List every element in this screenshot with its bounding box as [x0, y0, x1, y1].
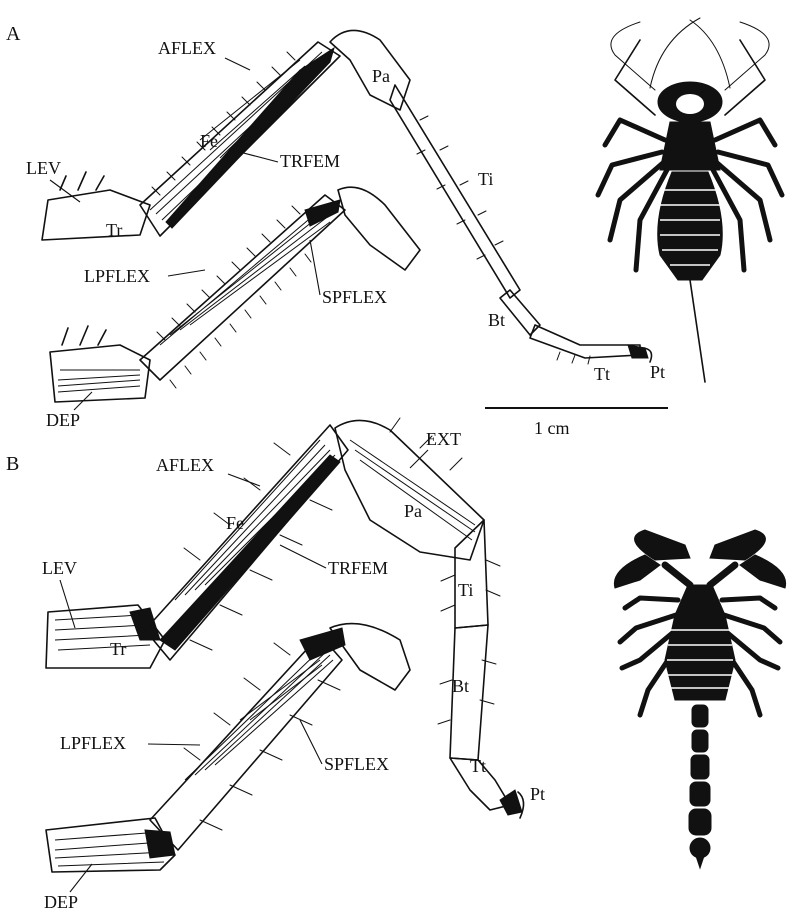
label-pt-a: Pt: [650, 362, 665, 382]
label-spflex-b: SPFLEX: [324, 754, 389, 774]
panel-a-letter: A: [6, 23, 21, 45]
label-pt-b: Pt: [530, 784, 545, 804]
label-tt-b: Tt: [470, 756, 486, 776]
label-lpflex-a: LPFLEX: [84, 266, 150, 286]
label-lpflex-b: LPFLEX: [60, 733, 126, 753]
label-pa-a: Pa: [372, 66, 390, 86]
label-trfem-b: TRFEM: [328, 558, 388, 578]
label-ti-b: Ti: [458, 580, 473, 600]
label-bt-b: Bt: [452, 676, 469, 696]
label-tr-b: Tr: [110, 639, 126, 659]
label-tr-a: Tr: [106, 220, 122, 240]
label-bt-a: Bt: [488, 310, 505, 330]
scale-bar: 1 cm: [485, 408, 668, 438]
scale-bar-label: 1 cm: [534, 418, 570, 438]
label-fe-b: Fe: [226, 513, 244, 533]
label-trfem-a: TRFEM: [280, 151, 340, 171]
label-spflex-a: SPFLEX: [322, 287, 387, 307]
label-lev-b: LEV: [42, 558, 77, 578]
panel-a-upper-leg: [42, 30, 652, 364]
whip-spider-icon: [598, 18, 782, 382]
label-ext-b: EXT: [426, 429, 461, 449]
panel-b-upper-leg: [46, 418, 524, 818]
label-dep-a: DEP: [46, 410, 80, 430]
label-aflex-a: AFLEX: [158, 38, 216, 58]
label-fe-a: Fe: [200, 131, 218, 151]
panel-b-letter: B: [6, 453, 19, 475]
scorpion-icon: [614, 530, 785, 868]
label-aflex-b: AFLEX: [156, 455, 214, 475]
label-tt-a: Tt: [594, 364, 610, 384]
label-ti-a: Ti: [478, 169, 493, 189]
label-lev-a: LEV: [26, 158, 61, 178]
label-pa-b: Pa: [404, 501, 422, 521]
label-dep-b: DEP: [44, 892, 78, 912]
panel-a-labels: AFLEX Fe TRFEM LEV Tr LPFLEX SPFLEX DEP …: [26, 38, 665, 430]
